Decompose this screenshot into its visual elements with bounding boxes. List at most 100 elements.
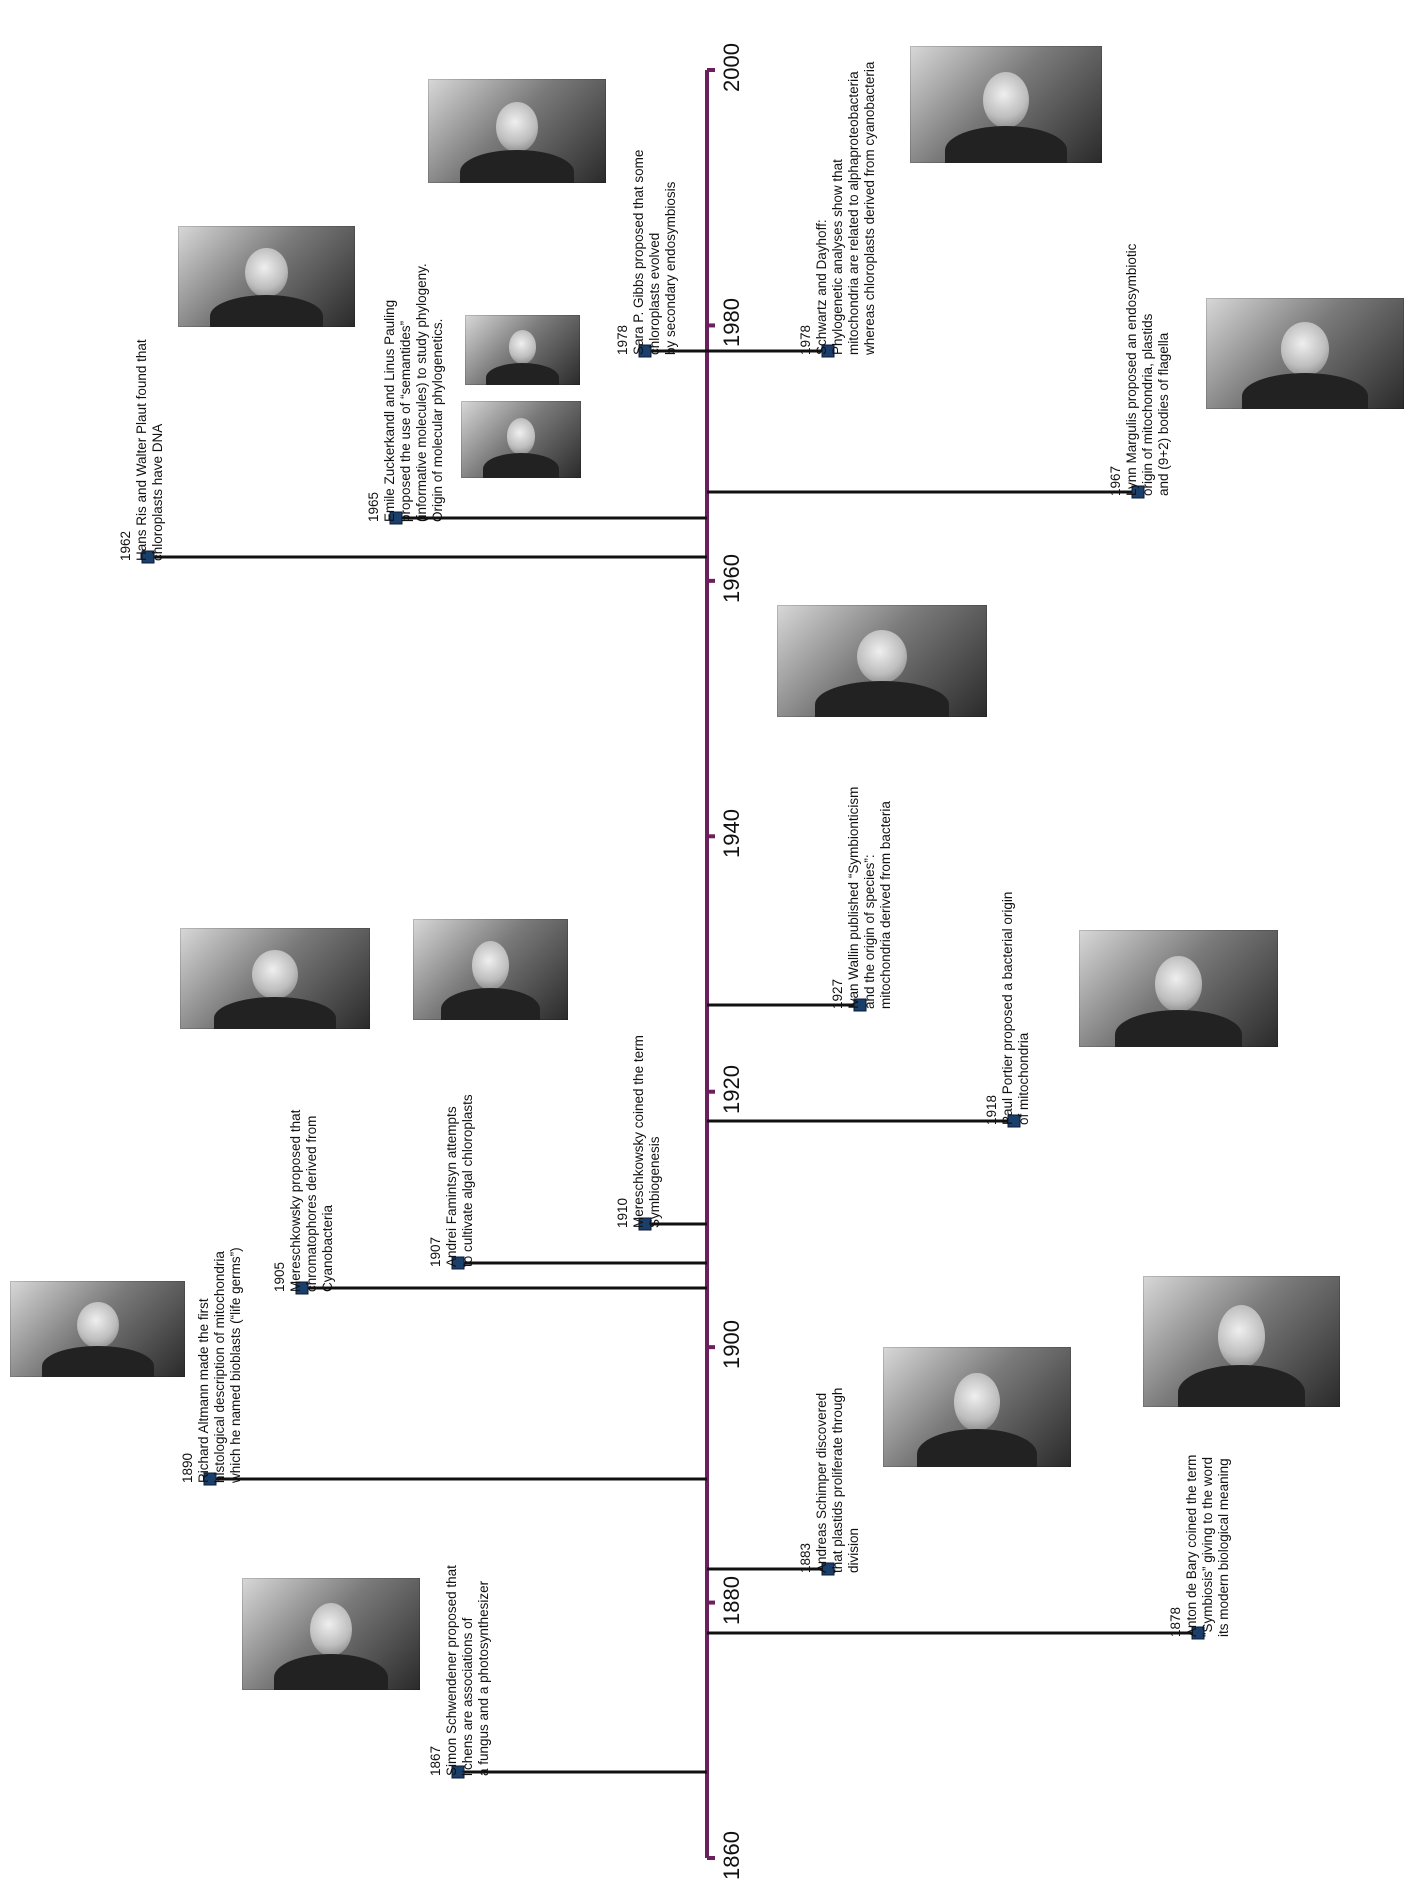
axis-year-label: 1880 <box>719 1575 744 1625</box>
portrait-face <box>76 1302 119 1349</box>
event-year: 1883 <box>798 1542 813 1573</box>
event-description-line: Phylogenetic analyses show that <box>830 159 845 355</box>
event-description-line: that plastids proliferate through <box>830 1387 845 1573</box>
portrait-torso <box>485 362 560 385</box>
portrait-face <box>506 417 536 455</box>
event-marker <box>295 1281 309 1295</box>
portrait-torso <box>814 681 950 717</box>
portrait-torso <box>1241 373 1369 409</box>
event-description-line: proposed the use of “semantides” <box>398 320 413 522</box>
portrait-face <box>1217 1304 1266 1368</box>
altmann-photo <box>10 1281 185 1377</box>
event-marker <box>389 511 403 525</box>
event-description-line: chloroplasts have DNA <box>150 423 165 561</box>
event-description-line: Ivan Wallin published “Symbionticism <box>846 786 861 1009</box>
event-description-line: Andrei Famintsyn attempts <box>444 1106 459 1267</box>
portrait-face <box>471 941 510 990</box>
event-description-line: Anton de Bary coined the term <box>1184 1454 1199 1637</box>
gibbs-photo <box>428 79 606 183</box>
dayhoff-photo <box>910 46 1102 163</box>
event-marker <box>451 1765 465 1779</box>
event-description-line: whereas chloroplasts derived from cyanob… <box>862 61 877 355</box>
event-description-line: to cultivate algal chloroplasts <box>460 1094 475 1267</box>
event-description-line: Emile Zuckerkandl and Linus Pauling <box>382 299 397 522</box>
wallin-photo <box>777 605 987 717</box>
axis-year-label: 1980 <box>719 298 744 348</box>
event-description-line: Cyanobacteria <box>320 1204 335 1292</box>
event-description-line: and (9+2) bodies of flagella <box>1156 332 1171 496</box>
event-year: 1965 <box>366 491 381 522</box>
axis-year-label: 1920 <box>719 1064 744 1114</box>
portrait-torso <box>209 294 324 327</box>
schimper-photo <box>883 1347 1071 1467</box>
event-description-line: Origin of molecular phylogenetics. <box>430 318 445 522</box>
event-description-line: Mereschkowsky proposed that <box>288 1109 303 1292</box>
event-marker <box>1131 485 1145 499</box>
axis-year-label: 1960 <box>719 553 744 603</box>
mereschkowsky-photo <box>180 928 370 1029</box>
event-description-line: and the origin of species”: <box>862 854 877 1009</box>
event-description-line: “Symbiosis” giving to the word <box>1200 1456 1215 1637</box>
schwendener-photo <box>242 1578 420 1690</box>
event-year: 1978 <box>798 324 813 355</box>
portrait-torso <box>482 453 560 478</box>
event-marker <box>1007 1114 1021 1128</box>
portier-photo <box>1079 930 1278 1047</box>
event-description-line: mitochondria are related to alphaproteob… <box>846 71 861 355</box>
axis-year-label: 2000 <box>719 43 744 92</box>
event-description-line: (informative molecules) to study phyloge… <box>414 263 429 522</box>
portrait-torso <box>1178 1365 1305 1407</box>
event-description-line: chromatophores derived from <box>304 1115 319 1292</box>
portrait-face <box>1281 322 1329 376</box>
axis-year-label: 1900 <box>719 1320 744 1370</box>
margulis-photo <box>1206 298 1404 409</box>
event-description-line: mitochondria derived from bacteria <box>878 801 893 1009</box>
event-description-line: a fungus and a photosynthesizer <box>476 1580 491 1776</box>
event-description-line: chloroplasts evolved <box>647 232 662 355</box>
portrait-torso <box>916 1428 1038 1467</box>
event-description-line: Simon Schwendener proposed that <box>444 1565 459 1776</box>
event-marker <box>203 1472 217 1486</box>
pauling-photo <box>461 401 581 478</box>
event-description-line: its modern biological meaning <box>1216 1458 1231 1637</box>
event-description-line: Schwartz and Dayhoff: <box>814 219 829 355</box>
event-description-line: histological description of mitochondria <box>212 1251 227 1483</box>
event-description-line: which he named bioblasts (“life germs”) <box>228 1247 243 1483</box>
portrait-face <box>856 629 908 684</box>
portrait-face <box>309 1602 353 1657</box>
event-description-line: Richard Altmann made the first <box>196 1298 211 1483</box>
event-year: 1878 <box>1168 1606 1183 1637</box>
event-description-line: lichens are associations of <box>460 1617 475 1776</box>
event-marker <box>451 1256 465 1270</box>
event-description-line: Symbiogenesis <box>647 1136 662 1228</box>
event-description-line: Andreas Schimper discovered <box>814 1392 829 1573</box>
portrait-torso <box>274 1654 388 1690</box>
portrait-face <box>252 950 298 999</box>
event-description-line: by secondary endosymbiosis <box>663 181 678 355</box>
event-description-line: Sara P. Gibbs proposed that some <box>631 149 646 355</box>
event-marker <box>638 344 652 358</box>
event-marker <box>638 1217 652 1231</box>
event-year: 1962 <box>118 530 133 561</box>
event-marker <box>141 550 155 564</box>
event-marker <box>1191 1626 1205 1640</box>
event-year: 1907 <box>428 1236 443 1267</box>
portrait-torso <box>440 987 541 1020</box>
portrait-torso <box>1114 1009 1243 1047</box>
famintsyn-photo <box>413 919 568 1020</box>
event-description-line: Lynn Margulis proposed an endosymbiotic <box>1124 243 1139 496</box>
portrait-face <box>495 101 539 152</box>
ris-photo <box>178 226 355 327</box>
